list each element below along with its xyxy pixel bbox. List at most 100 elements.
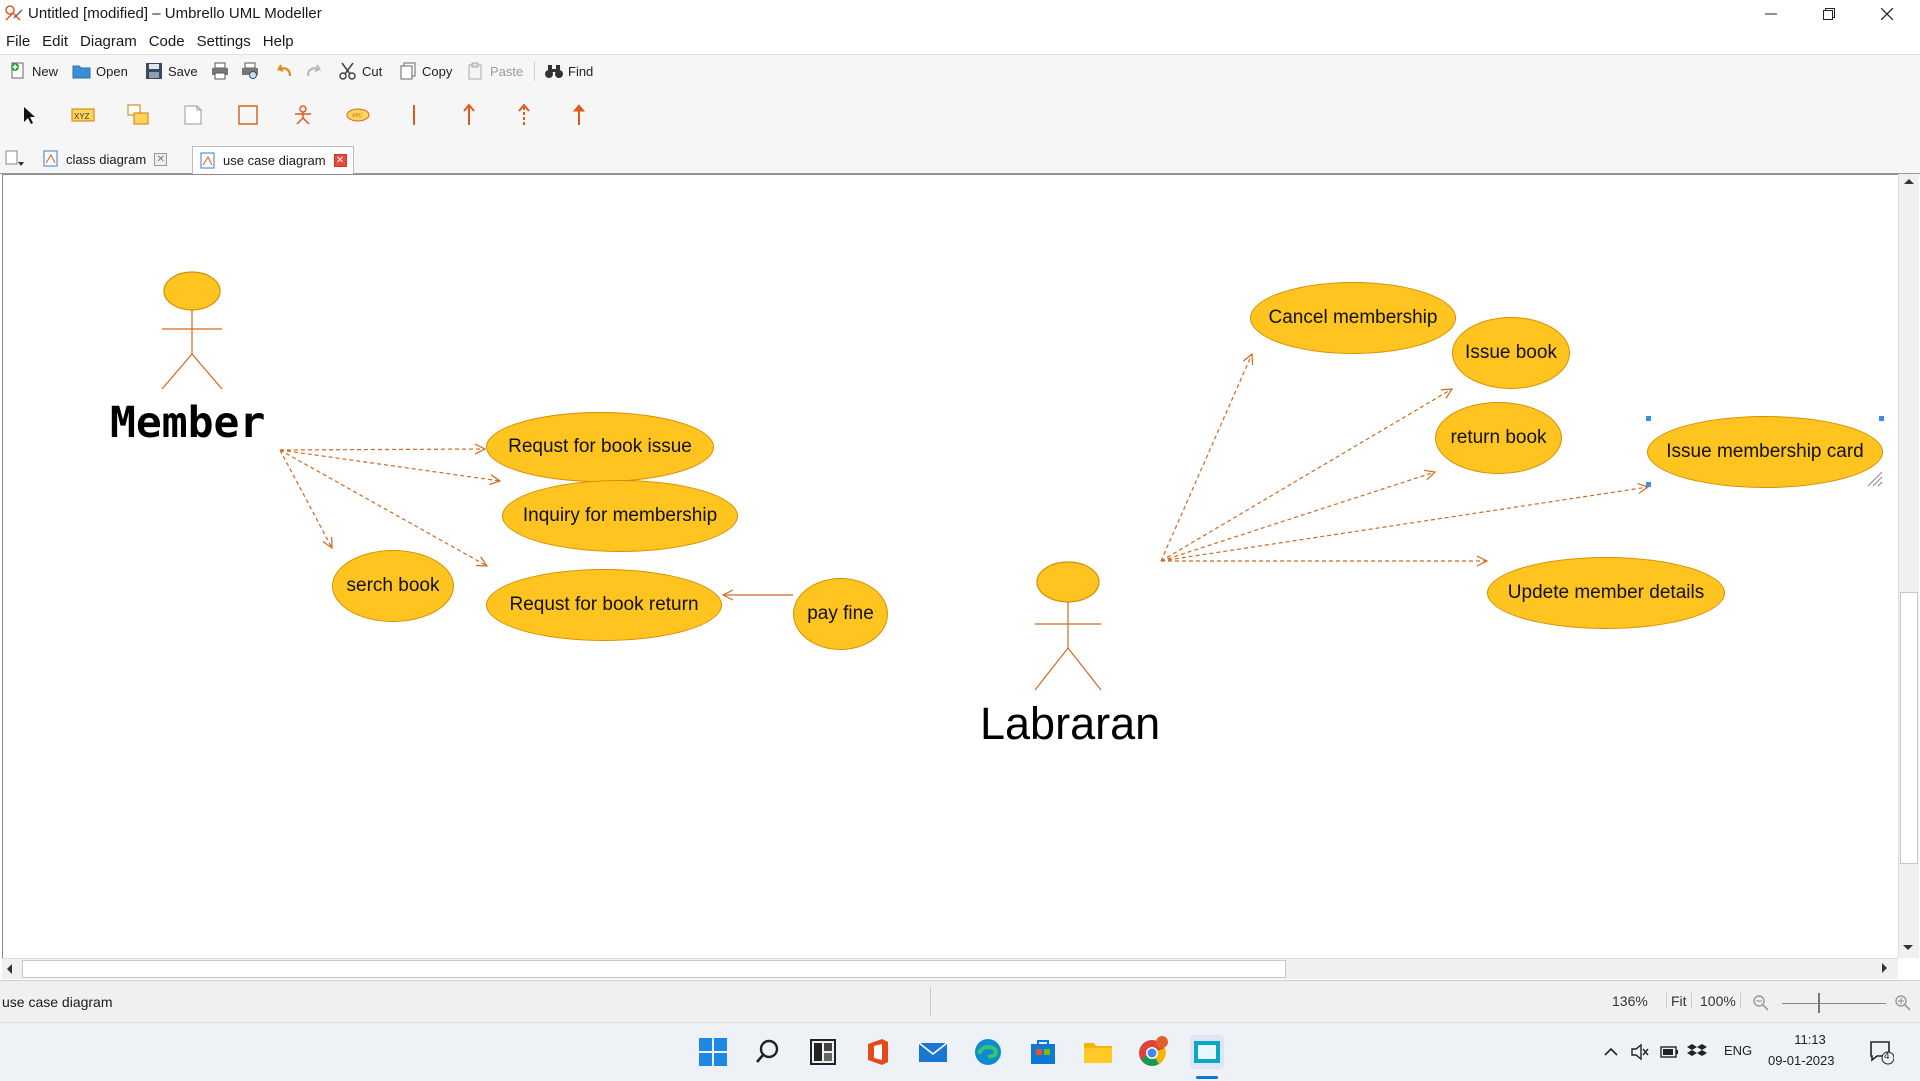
restore-icon bbox=[1823, 8, 1835, 20]
note-tool-button[interactable] bbox=[177, 99, 209, 131]
file-explorer-icon[interactable] bbox=[1081, 1035, 1115, 1069]
menu-code[interactable]: Code bbox=[148, 32, 185, 50]
save-button[interactable]: Save bbox=[144, 59, 198, 83]
new-button[interactable]: New bbox=[8, 59, 58, 83]
menu-help[interactable]: Help bbox=[262, 32, 294, 50]
association-librarian-issue-book[interactable] bbox=[1160, 389, 1452, 562]
new-tab-button[interactable] bbox=[4, 146, 24, 172]
use-case-request-book-issue[interactable]: Requst for book issue bbox=[486, 412, 714, 482]
tab-class-diagram-label: class diagram bbox=[66, 151, 147, 167]
scroll-up-icon[interactable] bbox=[1899, 174, 1919, 190]
clock-time[interactable]: 11:13 bbox=[1794, 1032, 1826, 1047]
zoom-out-icon[interactable] bbox=[1752, 994, 1770, 1012]
clock-date[interactable]: 09-01-2023 bbox=[1768, 1053, 1835, 1068]
scroll-right-icon[interactable] bbox=[1876, 958, 1892, 978]
generalization-arrow-icon bbox=[572, 104, 586, 125]
use-case-tool-button[interactable]: ABC bbox=[342, 99, 374, 131]
minimize-button[interactable] bbox=[1742, 0, 1800, 28]
use-case-return-book[interactable]: return book bbox=[1435, 402, 1562, 474]
horizontal-scroll-thumb[interactable] bbox=[22, 960, 1286, 978]
association-member-book-return[interactable] bbox=[279, 449, 487, 566]
redo-button[interactable] bbox=[304, 59, 328, 83]
open-button[interactable]: Open bbox=[72, 59, 128, 83]
association-librarian-cancel-membership[interactable] bbox=[1160, 354, 1252, 562]
print-button[interactable] bbox=[210, 59, 234, 83]
use-case-cancel-membership[interactable]: Cancel membership bbox=[1250, 282, 1456, 354]
anchor-line-tool-button[interactable] bbox=[398, 99, 430, 131]
close-tab-icon[interactable]: ✕ bbox=[154, 152, 168, 166]
association-member-search-book[interactable] bbox=[279, 449, 332, 548]
association-member-book-issue[interactable] bbox=[279, 449, 485, 450]
undo-button[interactable] bbox=[274, 59, 298, 83]
zoom-100-button[interactable]: 100% bbox=[1696, 993, 1741, 1009]
association-librarian-return-book[interactable] bbox=[1160, 472, 1435, 562]
association-librarian-membership-card[interactable] bbox=[1160, 487, 1648, 562]
vertical-scroll-thumb[interactable] bbox=[1900, 592, 1918, 864]
note-icon bbox=[184, 105, 202, 125]
dependency-tool-button[interactable] bbox=[508, 99, 540, 131]
print-preview-button[interactable] bbox=[240, 59, 264, 83]
tray-overflow-icon[interactable] bbox=[1602, 1045, 1620, 1059]
restore-button[interactable] bbox=[1800, 0, 1858, 28]
scroll-left-icon[interactable] bbox=[2, 959, 18, 979]
zoom-slider-handle[interactable] bbox=[1818, 993, 1820, 1013]
zoom-in-icon[interactable] bbox=[1894, 994, 1912, 1012]
dropbox-icon[interactable] bbox=[1686, 1042, 1708, 1062]
generalization-tool-button[interactable] bbox=[563, 99, 595, 131]
actor-librarian-figure[interactable] bbox=[1034, 561, 1102, 691]
mail-icon[interactable] bbox=[916, 1035, 950, 1069]
box-note-icon bbox=[127, 104, 149, 125]
box-icon bbox=[238, 105, 258, 125]
menu-file[interactable]: File bbox=[6, 32, 31, 50]
cut-button[interactable]: Cut bbox=[338, 59, 382, 83]
use-case-search-book[interactable]: serch book bbox=[332, 550, 454, 622]
menu-bar: File Edit Diagram Code Settings Help bbox=[0, 28, 1920, 54]
status-separator bbox=[930, 987, 931, 1015]
volume-muted-icon[interactable] bbox=[1630, 1043, 1650, 1061]
edge-icon[interactable] bbox=[971, 1035, 1005, 1069]
menu-diagram[interactable]: Diagram bbox=[80, 32, 137, 50]
minimize-icon bbox=[1765, 13, 1777, 15]
use-case-update-member-details[interactable]: Updete member details bbox=[1487, 557, 1725, 629]
tab-use-case-diagram[interactable]: use case diagram ✕ bbox=[192, 146, 354, 174]
umbrello-taskbar-icon[interactable] bbox=[1190, 1035, 1224, 1069]
use-case-pay-fine[interactable]: pay fine bbox=[793, 578, 888, 650]
tab-class-diagram[interactable]: class diagram ✕ bbox=[42, 146, 168, 172]
association-tool-button[interactable] bbox=[453, 99, 485, 131]
widgets-icon[interactable] bbox=[806, 1035, 840, 1069]
menu-edit[interactable]: Edit bbox=[42, 32, 69, 50]
association-member-membership-inquiry[interactable] bbox=[279, 449, 500, 481]
box-note-tool-button[interactable] bbox=[122, 99, 154, 131]
office-icon[interactable] bbox=[861, 1035, 895, 1069]
select-tool-button[interactable] bbox=[13, 99, 45, 131]
find-button[interactable]: Find bbox=[544, 59, 593, 83]
menu-settings[interactable]: Settings bbox=[196, 32, 251, 50]
copy-button[interactable]: Copy bbox=[398, 59, 452, 83]
chrome-icon[interactable] bbox=[1136, 1035, 1170, 1069]
store-icon[interactable] bbox=[1026, 1035, 1060, 1069]
notifications-icon[interactable] bbox=[1868, 1039, 1894, 1065]
language-indicator[interactable]: ENG bbox=[1724, 1043, 1753, 1058]
svg-text:XYZ: XYZ bbox=[74, 112, 90, 121]
actor-member-figure[interactable] bbox=[161, 271, 223, 390]
paste-button[interactable]: Paste bbox=[466, 59, 523, 83]
battery-icon[interactable] bbox=[1658, 1043, 1680, 1061]
scroll-down-icon[interactable] bbox=[1898, 940, 1918, 956]
print-icon bbox=[210, 61, 230, 81]
text-line-tool-button[interactable]: XYZ bbox=[67, 99, 99, 131]
search-icon[interactable] bbox=[751, 1035, 785, 1069]
use-case-diagram-icon bbox=[200, 152, 215, 168]
use-case-request-book-return[interactable]: Requst for book return bbox=[486, 569, 722, 641]
actor-tool-button[interactable] bbox=[287, 99, 319, 131]
windows-taskbar: ENG 11:13 09-01-2023 4 bbox=[0, 1022, 1920, 1081]
box-tool-button[interactable] bbox=[232, 99, 264, 131]
zoom-slider-track[interactable] bbox=[1782, 1003, 1886, 1004]
use-case-issue-membership-card[interactable]: Issue membership card bbox=[1647, 416, 1883, 488]
open-label: Open bbox=[96, 63, 128, 79]
use-case-inquiry-membership[interactable]: Inquiry for membership bbox=[502, 480, 738, 552]
close-button[interactable] bbox=[1858, 0, 1916, 28]
zoom-fit-button[interactable]: Fit bbox=[1666, 993, 1692, 1009]
close-tab-icon[interactable]: ✕ bbox=[333, 154, 347, 167]
use-case-issue-book[interactable]: Issue book bbox=[1452, 317, 1570, 389]
windows-start-icon[interactable] bbox=[696, 1035, 730, 1069]
